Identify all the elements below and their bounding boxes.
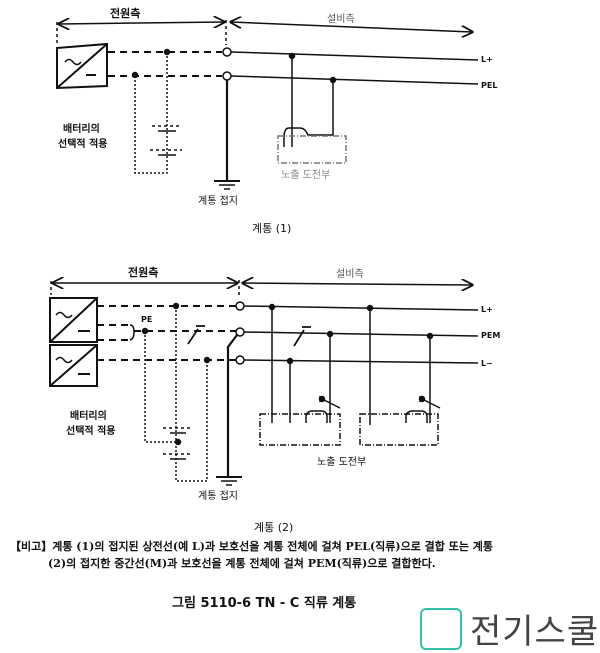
battery-label: 선택적 적용 xyxy=(58,137,107,150)
logo-text: 전기스쿨 xyxy=(470,612,600,652)
source-side-arrow xyxy=(59,22,224,24)
battery-label: 선택적 적용 xyxy=(66,424,115,437)
circuit-logo-icon xyxy=(420,607,462,650)
battery-label: 배터리의 xyxy=(70,409,107,422)
exposed-part-box xyxy=(277,135,347,164)
diagram-2 xyxy=(49,280,479,486)
note-line: 【비고】계통 (1)의 접지된 상전선(예 L)과 보호선을 계통 전체에 걸쳐… xyxy=(10,540,494,553)
diagram-title: 계통 (1) xyxy=(252,222,291,235)
line-pel xyxy=(230,75,479,85)
figure-caption: 그림 5110-6 TN - C 직류 계통 xyxy=(172,596,357,611)
battery-label: 배터리의 xyxy=(63,122,100,135)
switch-icon xyxy=(187,325,205,345)
installation-side-label: 설비측 xyxy=(327,13,355,25)
line-label: L+ xyxy=(481,305,493,314)
line-label: L− xyxy=(481,359,493,368)
line-l-plus xyxy=(230,51,479,61)
exposed-part-label: 노출 도전부 xyxy=(317,456,366,468)
source-side-label: 전원측 xyxy=(110,6,140,20)
system-earth-label: 계통 접지 xyxy=(198,490,238,502)
logo: 전기스쿨 xyxy=(420,604,599,653)
diagram-title: 계통 (2) xyxy=(254,521,293,534)
source-side-label: 전원측 xyxy=(128,265,158,279)
diagram-1 xyxy=(56,20,479,190)
line-label: PEL xyxy=(481,81,497,90)
note-line: (2)의 접지한 중간선(M)과 보호선을 계통 전체에 걸쳐 PEM(직류)으… xyxy=(48,557,436,570)
line-label: PEM xyxy=(481,331,500,340)
installation-side-arrow xyxy=(231,22,472,32)
switch-icon xyxy=(293,326,311,347)
line-label: L+ xyxy=(481,55,493,64)
converter-icon xyxy=(56,42,108,90)
system-earth-label: 계통 접지 xyxy=(198,195,238,207)
installation-side-label: 설비측 xyxy=(336,268,364,280)
pe-label: PE xyxy=(141,315,152,324)
exposed-part-label: 노출 도전부 xyxy=(281,169,330,181)
